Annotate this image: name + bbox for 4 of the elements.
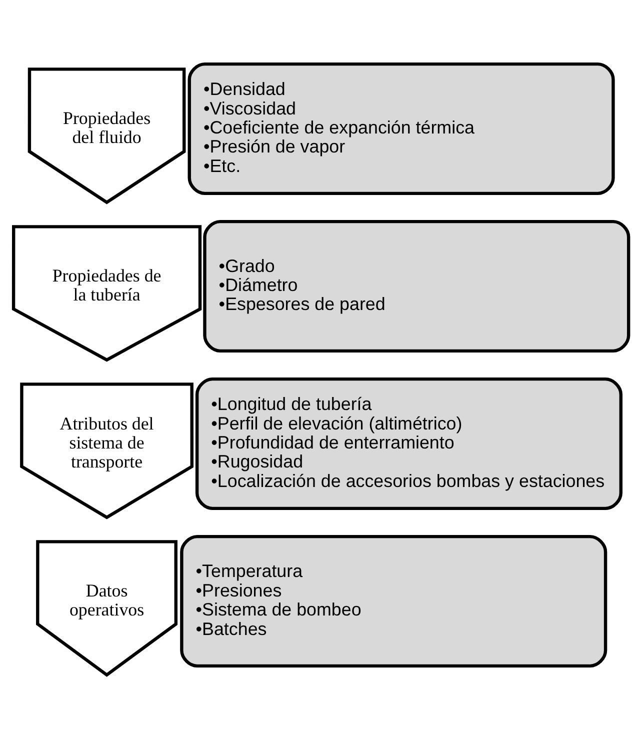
node-box: •Temperatura •Presiones •Sistema de bombeo •Batches	[180, 534, 608, 668]
node-box: •Grado •Diámetro •Espesores de pared	[203, 219, 630, 352]
node-box: •Longitud de tubería •Perfil de elevación (altimétrico) •Profundidad de enterramiento •Rugosidad •Localización de accesorios bombas y estaciones	[195, 376, 622, 510]
node-box: •Densidad •Viscosidad •Coeficiente de expanción térmica •Presión de vapor •Etc.	[188, 62, 615, 195]
